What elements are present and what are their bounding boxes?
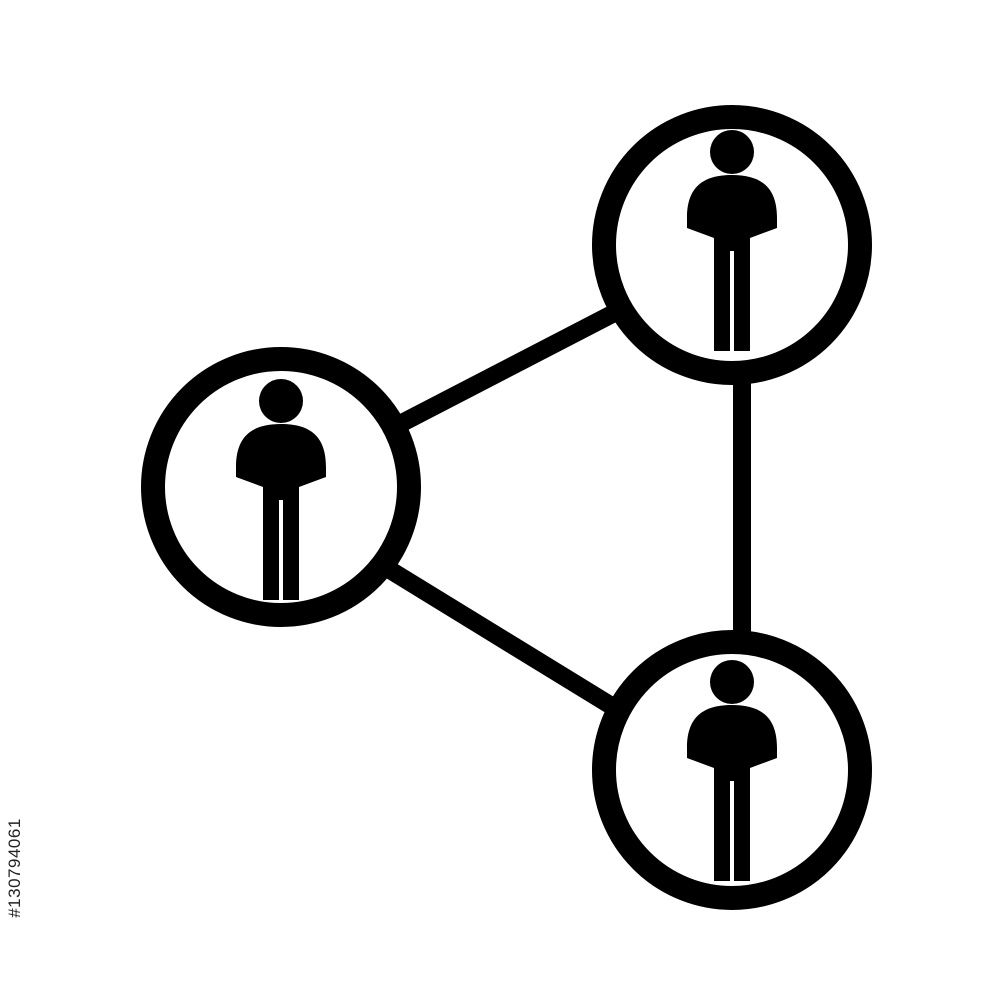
stock-id-watermark: #130794061 xyxy=(2,765,28,970)
person-node-left xyxy=(141,347,421,627)
person-node-top xyxy=(592,105,872,385)
stock-id-text: #130794061 xyxy=(5,817,25,918)
connection-left-top xyxy=(393,302,625,433)
connection-left-bottom xyxy=(385,562,615,713)
person-node-bottom xyxy=(592,630,872,910)
